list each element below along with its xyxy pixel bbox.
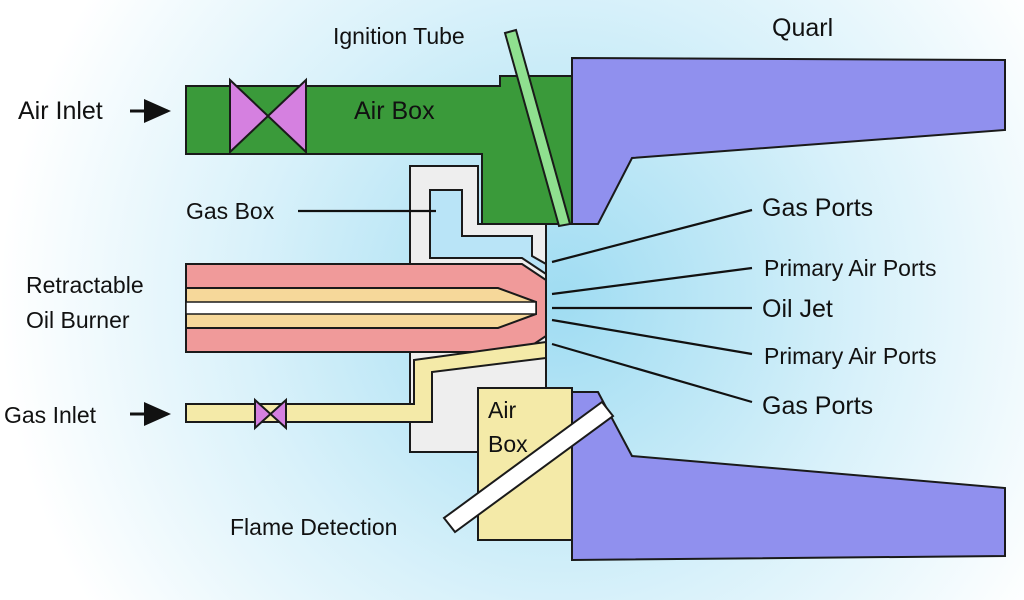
label-air-box-top: Air Box xyxy=(354,97,435,125)
label-air-box-bottom-line1: Air xyxy=(488,397,516,423)
leader-primary-air-bottom xyxy=(551,318,753,356)
quarl-lower xyxy=(571,391,1006,562)
label-quarl: Quarl xyxy=(772,14,833,42)
label-gas-inlet: Gas Inlet xyxy=(4,402,97,428)
label-ignition-tube: Ignition Tube xyxy=(333,23,465,49)
label-oil-jet: Oil Jet xyxy=(762,295,833,323)
label-gas-ports-bottom: Gas Ports xyxy=(762,392,873,420)
gas-inlet-valve-icon[interactable] xyxy=(254,397,287,431)
leader-gas-ports-top xyxy=(551,208,753,264)
gas-box xyxy=(429,189,547,276)
label-flame-detection: Flame Detection xyxy=(230,514,397,540)
label-primary-air-ports-top: Primary Air Ports xyxy=(764,255,937,281)
label-retractable-line1: Retractable xyxy=(26,272,144,298)
label-air-inlet: Air Inlet xyxy=(18,97,103,125)
label-air-box-bottom-line2: Box xyxy=(488,431,528,457)
gas-pipe xyxy=(185,340,547,423)
flame-detector xyxy=(442,400,615,534)
ignition-tube xyxy=(503,28,572,228)
label-primary-air-ports-bottom: Primary Air Ports xyxy=(764,343,937,369)
air-inlet-valve-icon[interactable] xyxy=(229,77,307,155)
leader-gas-ports-bottom xyxy=(551,342,753,404)
label-gas-ports-top: Gas Ports xyxy=(762,194,873,222)
label-retractable-line2: Oil Burner xyxy=(26,307,130,333)
leader-primary-air-top xyxy=(551,266,753,296)
oil-jet-core xyxy=(185,301,537,315)
label-gas-box: Gas Box xyxy=(186,198,275,224)
